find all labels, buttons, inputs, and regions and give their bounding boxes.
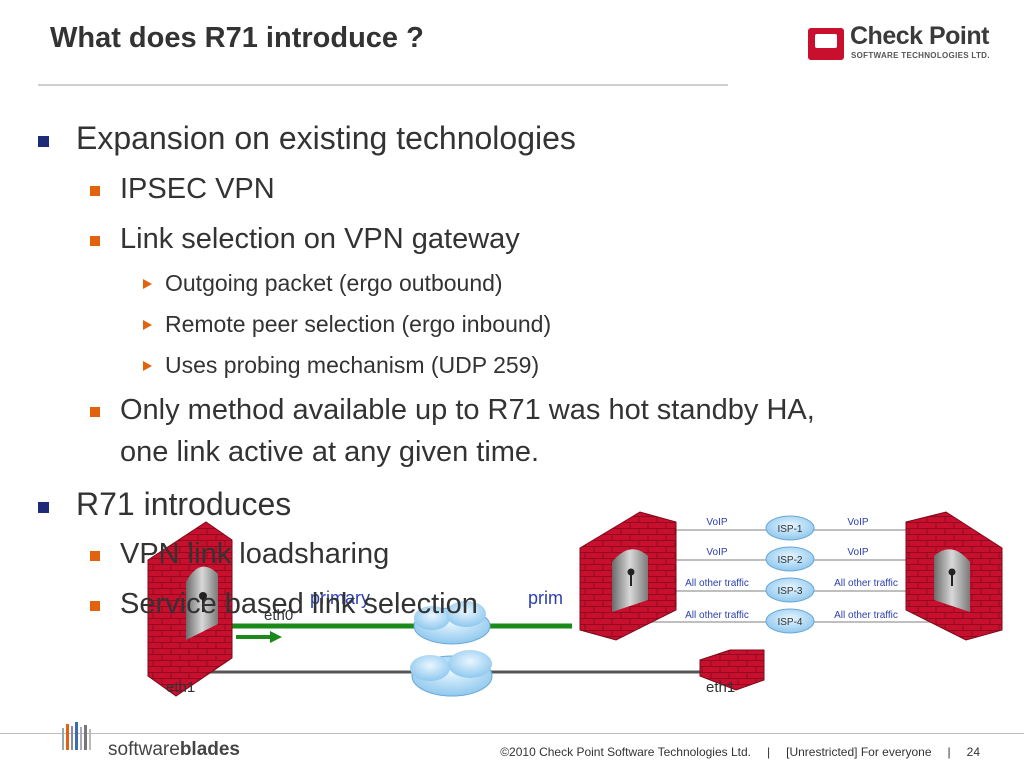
isp-label: ISP-4 <box>777 617 802 628</box>
check-point-logo: Check Point SOFTWARE TECHNOLOGIES LTD. <box>806 22 1002 106</box>
bullet-text: VPN link loadsharing <box>120 538 390 570</box>
prim-label: prim <box>528 588 563 608</box>
cloud-icon <box>410 650 493 697</box>
traffic-label-left: VoIP <box>706 547 727 558</box>
bullet-l2-icon <box>90 601 100 611</box>
bullet-l3-icon <box>143 320 152 330</box>
isp-label: ISP-3 <box>777 586 802 597</box>
bullet-l1-icon <box>38 136 49 147</box>
firewall-icon <box>579 511 677 641</box>
slide-title: What does R71 introduce ? <box>50 22 424 54</box>
bullet-l2-icon <box>90 551 100 561</box>
isp-label: ISP-2 <box>777 555 802 566</box>
traffic-label-right: VoIP <box>847 547 868 558</box>
traffic-label-right: All other traffic <box>834 610 898 621</box>
title-divider <box>38 84 728 86</box>
bullet-l3-icon <box>143 361 152 371</box>
cloud-icon <box>765 515 815 634</box>
traffic-label-left: VoIP <box>706 517 727 528</box>
cloud-icon <box>413 601 491 645</box>
footer-separator: | <box>947 745 951 759</box>
firewall-icon <box>699 649 765 691</box>
traffic-label-right: VoIP <box>847 517 868 528</box>
brand-light: software <box>108 739 180 760</box>
traffic-label-left: All other traffic <box>685 578 749 589</box>
logo-badge-icon <box>808 28 844 60</box>
bullet-text: IPSEC VPN <box>120 173 275 205</box>
bullet-text-continuation: one link active at any given time. <box>120 436 540 468</box>
footer-classification: [Unrestricted] For everyone <box>786 745 932 759</box>
bullet-text: Expansion on existing technologies <box>76 120 576 156</box>
bullet-text: R71 introduces <box>76 486 292 522</box>
page-number: 24 <box>966 745 980 759</box>
bullet-l3-icon <box>143 279 152 289</box>
bullet-text: Remote peer selection (ergo inbound) <box>165 311 552 337</box>
footer-separator: | <box>767 745 771 759</box>
arrow-right-icon <box>236 631 282 643</box>
eth1-label-right: eth1 <box>706 679 735 696</box>
primary-label: primary <box>310 588 370 608</box>
software-blades-brand: softwareblades <box>108 739 240 761</box>
bullet-text: Outgoing packet (ergo outbound) <box>165 270 503 296</box>
footer-text: ©2010 Check Point Software Technologies … <box>492 745 988 759</box>
traffic-label-left: All other traffic <box>685 610 749 621</box>
logo-tagline: SOFTWARE TECHNOLOGIES LTD. <box>851 51 990 60</box>
eth0-label: eth0 <box>264 607 293 624</box>
bullet-l1-icon <box>38 502 49 513</box>
firewall-icon <box>905 511 1003 641</box>
bullet-text: Service based link selection <box>120 588 478 620</box>
bullet-l2-icon <box>90 186 100 196</box>
bullet-text: Only method available up to R71 was hot … <box>120 394 815 426</box>
software-blades-logo-icon <box>62 722 91 750</box>
logo-name: Check Point <box>850 22 989 50</box>
footer-copyright: ©2010 Check Point Software Technologies … <box>500 745 751 759</box>
footer-divider <box>0 733 1024 734</box>
bullet-text: Uses probing mechanism (UDP 259) <box>165 352 540 378</box>
bullet-text: Link selection on VPN gateway <box>120 223 520 255</box>
firewall-icon <box>147 521 233 697</box>
traffic-label-right: All other traffic <box>834 578 898 589</box>
isp-label: ISP-1 <box>777 524 802 535</box>
bullet-l2-icon <box>90 236 100 246</box>
eth1-label-left: eth1 <box>166 679 195 696</box>
bullet-l2-icon <box>90 407 100 417</box>
brand-bold: blades <box>179 739 241 760</box>
